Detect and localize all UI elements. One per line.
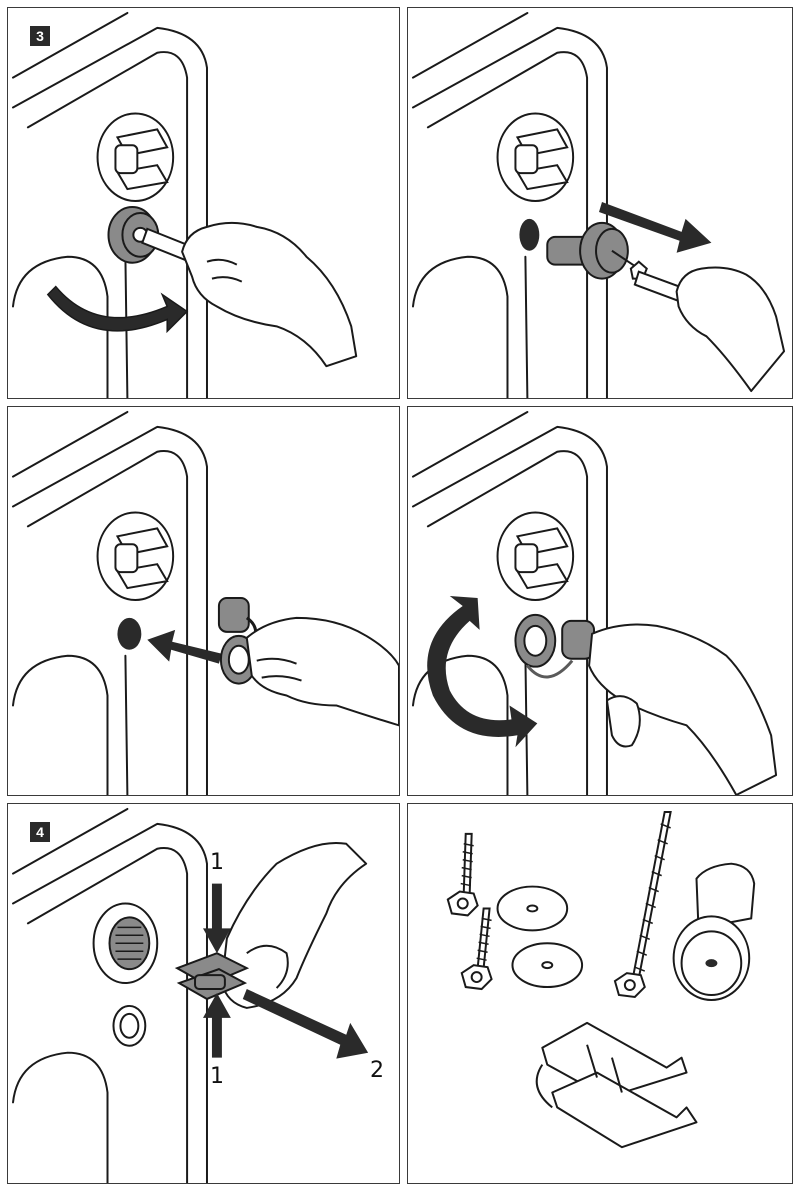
washer-icon (512, 943, 582, 987)
cover-cap-icon (515, 615, 594, 677)
straight-arrow-icon (147, 630, 222, 664)
hose-clip-icon (98, 113, 174, 201)
panel-rotate-cap (407, 406, 793, 796)
bolt-hole (519, 219, 539, 251)
transport-bolt-icon (547, 223, 646, 279)
rotate-cap-illustration (408, 407, 792, 795)
curved-arrow-icon (48, 287, 187, 332)
insert-cap-illustration (8, 407, 399, 795)
hand-icon (247, 618, 399, 725)
washer-icon (113, 1006, 145, 1046)
step-number-badge: 4 (30, 822, 50, 842)
remove-clip-illustration (8, 804, 399, 1183)
hose-clip-icon (498, 512, 574, 600)
washer-icon (498, 887, 568, 931)
panel-remove-clip: 4 1 1 2 (7, 803, 400, 1184)
hose-clip-icon (498, 113, 574, 201)
panel-loosen-bolt: 3 (7, 7, 400, 399)
transport-parts-illustration (408, 804, 792, 1183)
screw-icon (615, 812, 671, 997)
hose-clip-icon (98, 512, 174, 600)
panel-insert-cap (7, 406, 400, 796)
panel-remove-bolt (407, 7, 793, 399)
step-number-badge: 3 (30, 26, 50, 46)
screw-icon (448, 834, 478, 916)
callout-press-bottom: 1 (210, 1066, 224, 1088)
bolt-hole (117, 618, 141, 650)
hand-icon (182, 223, 356, 366)
curved-arrow-icon (427, 596, 537, 747)
remove-bolt-illustration (408, 8, 792, 398)
loosen-bolt-illustration (8, 8, 399, 398)
hand-icon (589, 624, 776, 795)
callout-pull: 2 (370, 1060, 384, 1082)
hand-icon (677, 268, 784, 391)
hose-clip-icon (537, 1023, 697, 1147)
hose-connector (94, 903, 158, 983)
screw-icon (462, 908, 492, 989)
callout-press-top: 1 (210, 852, 224, 874)
transport-bolt-icon (674, 864, 755, 1000)
pull-arrow-icon (243, 989, 368, 1059)
panel-transport-parts (407, 803, 793, 1184)
